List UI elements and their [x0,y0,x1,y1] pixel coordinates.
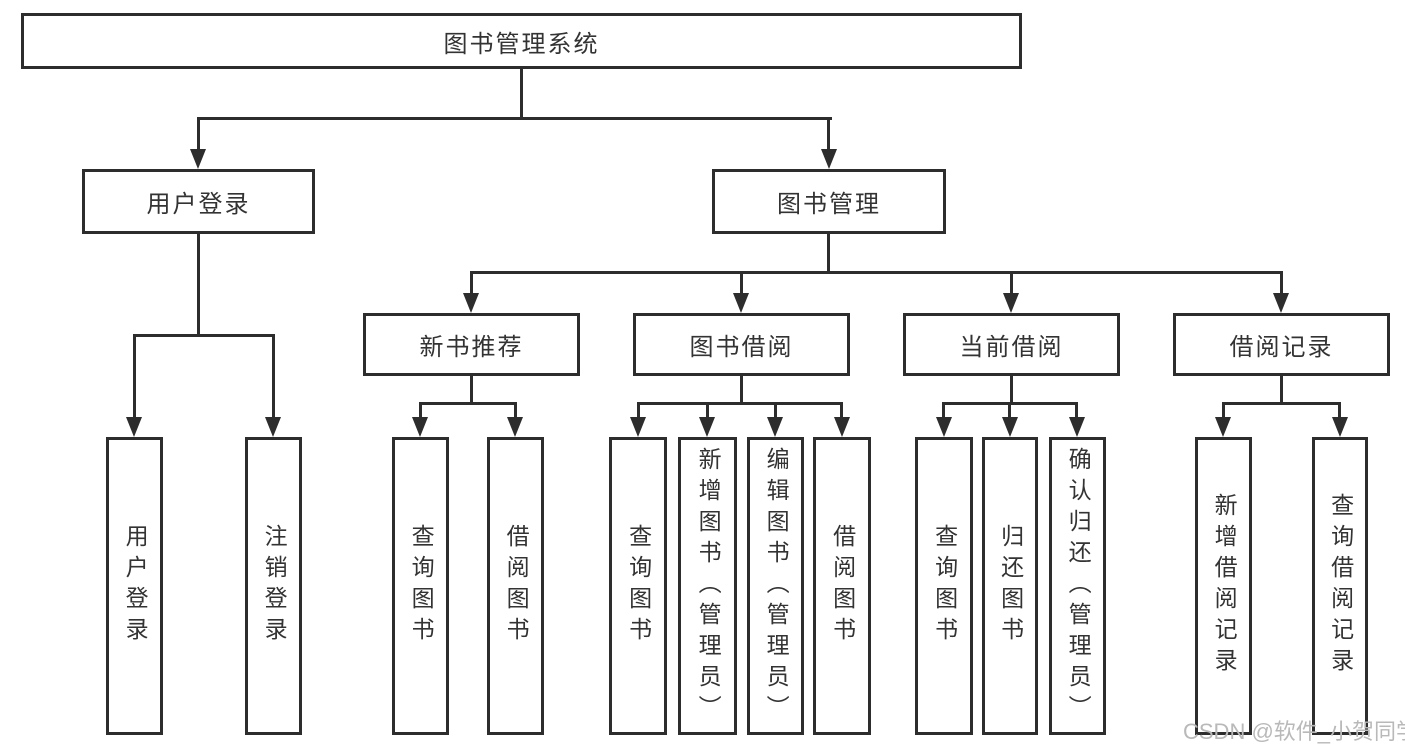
connector-line [470,271,1283,274]
leaf-label: 用户登录 [122,524,149,648]
leaf-label: 查询图书 [931,524,958,648]
connector-line [1280,271,1283,295]
leaf-label: 查询借阅记录 [1327,493,1354,679]
connector-line [514,402,517,419]
leaf-label: 新增借阅记录 [1211,493,1238,679]
connector-line [942,402,945,419]
leaf-logout: 注销登录 [245,437,302,735]
leaf-label: 借阅图书 [829,524,856,648]
arrow-down-icon [507,417,523,437]
connector-line [470,376,473,405]
node-book-borrow: 图书借阅 [633,313,850,376]
leaf-add-borrow-record: 新增借阅记录 [1195,437,1252,735]
leaf-edit-book-admin: 编辑图书（管理员） [747,437,804,735]
connector-line [272,334,275,418]
leaf-confirm-return-admin: 确认归还（管理员） [1049,437,1106,735]
arrow-down-icon [190,149,206,169]
connector-line [637,402,640,419]
arrow-down-icon [936,417,952,437]
connector-line [637,402,842,405]
connector-line [1010,271,1013,295]
connector-line [1280,376,1283,405]
leaf-label: 确认归还（管理员） [1065,446,1092,726]
leaf-user-login: 用户登录 [106,437,163,735]
node-user-login: 用户登录 [82,169,315,234]
connector-line [1222,402,1340,405]
arrow-down-icon [767,417,783,437]
connector-line [840,402,843,419]
connector-line [1010,376,1013,405]
leaf-label: 归还图书 [997,524,1024,648]
leaf-label: 新增图书（管理员） [695,446,722,726]
leaf-add-book-admin: 新增图书（管理员） [678,437,737,735]
node-book-management: 图书管理 [712,169,946,234]
node-root: 图书管理系统 [21,13,1022,69]
leaf-label: 注销登录 [261,524,288,648]
connector-line [740,376,743,405]
leaf-borrow-books-recommend: 借阅图书 [487,437,544,735]
arrow-down-icon [1069,417,1085,437]
leaf-label: 编辑图书（管理员） [763,446,790,726]
leaf-return-books: 归还图书 [982,437,1038,735]
leaf-query-books-borrow: 查询图书 [609,437,667,735]
connector-line [470,271,473,295]
arrow-down-icon [1332,417,1348,437]
connector-line [197,117,832,120]
connector-line [419,402,422,419]
connector-line [827,233,830,274]
arrow-down-icon [1215,417,1231,437]
node-borrow-records: 借阅记录 [1173,313,1390,376]
connector-line [740,271,743,295]
node-current-borrow: 当前借阅 [903,313,1120,376]
leaf-borrow-books: 借阅图书 [813,437,871,735]
arrow-down-icon [265,417,281,437]
leaf-label: 查询图书 [625,524,652,648]
connector-line [197,117,200,151]
arrow-down-icon [821,149,837,169]
connector-line [1075,402,1078,419]
connector-line [197,233,200,337]
connector-line [827,117,830,151]
arrow-down-icon [1002,417,1018,437]
connector-line [1338,402,1341,419]
connector-line [1222,402,1225,419]
connector-line [133,334,275,337]
connector-line [133,334,136,418]
arrow-down-icon [412,417,428,437]
watermark: CSDN @软件_小贺同学 [1183,719,1405,744]
node-new-book-recommend: 新书推荐 [363,313,580,376]
connector-line [419,402,517,405]
arrow-down-icon [463,293,479,313]
leaf-query-books-current: 查询图书 [915,437,973,735]
arrow-down-icon [126,417,142,437]
arrow-down-icon [630,417,646,437]
arrow-down-icon [699,417,715,437]
connector-line [706,402,709,419]
leaf-query-books-recommend: 查询图书 [392,437,449,735]
arrow-down-icon [733,293,749,313]
leaf-label: 借阅图书 [503,524,530,648]
leaf-label: 查询图书 [408,524,435,648]
connector-line [520,68,523,119]
arrow-down-icon [1003,293,1019,313]
connector-line [774,402,777,419]
arrow-down-icon [834,417,850,437]
arrow-down-icon [1273,293,1289,313]
leaf-query-borrow-record: 查询借阅记录 [1312,437,1368,735]
connector-line [1008,402,1011,419]
